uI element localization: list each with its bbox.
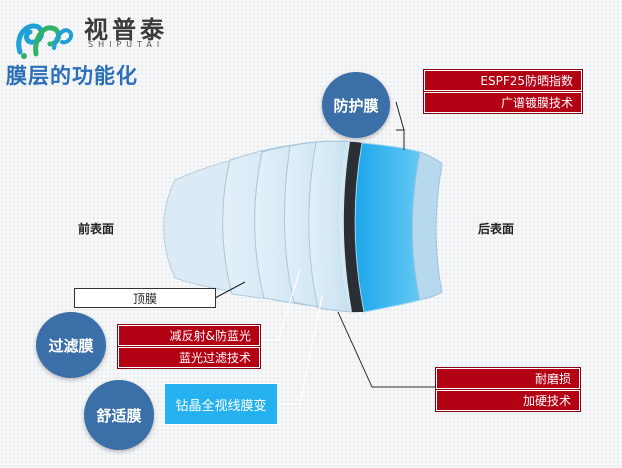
leader-line-durable bbox=[337, 311, 436, 388]
protect-item-1: ESPF25防晒指数 bbox=[423, 69, 583, 92]
comfort-film-circle: 舒适膜 bbox=[84, 380, 154, 450]
leader-line-top-film bbox=[214, 281, 246, 299]
durable-item-2: 加硬技术 bbox=[435, 389, 581, 412]
leader-line-protect bbox=[395, 101, 405, 131]
front-surface-label: 前表面 bbox=[78, 222, 115, 236]
leader-line-filter bbox=[262, 269, 301, 341]
filter-item-1: 减反射&防蓝光 bbox=[117, 324, 261, 347]
brand-name-en: SHIPUTAI bbox=[88, 40, 165, 49]
page-title: 膜层的功能化 bbox=[6, 64, 138, 88]
comfort-item: 钻晶全视线膜变 bbox=[164, 383, 278, 425]
brand-logo-icon bbox=[16, 23, 73, 59]
filter-film-circle: 过滤膜 bbox=[36, 312, 106, 378]
top-film-box: 顶膜 bbox=[74, 288, 216, 308]
lens-dark-layer bbox=[343, 142, 364, 312]
lens-blue-layer bbox=[354, 142, 421, 313]
brand-name: 视普泰 bbox=[84, 16, 168, 44]
back-surface-label: 后表面 bbox=[478, 222, 515, 236]
durable-item-1: 耐磨损 bbox=[435, 367, 581, 390]
filter-item-2: 蓝光过滤技术 bbox=[117, 346, 261, 369]
protect-film-circle: 防护膜 bbox=[322, 72, 390, 138]
protect-item-2: 广谱镀膜技术 bbox=[423, 91, 583, 114]
lens-back-layer bbox=[412, 151, 443, 301]
leader-line-comfort bbox=[278, 295, 323, 405]
